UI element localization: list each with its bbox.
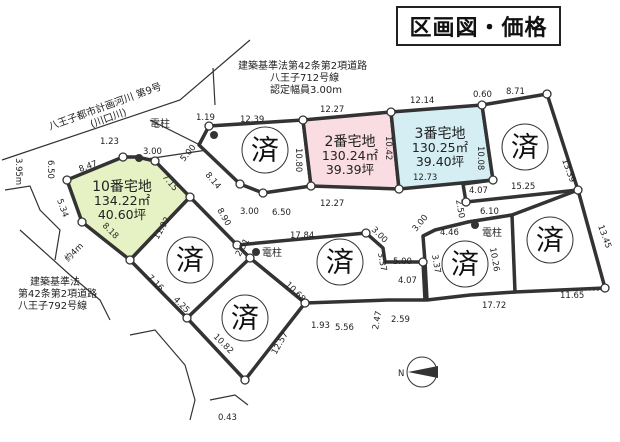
- dimension-label: 2.50: [453, 199, 466, 219]
- dimension-label: 3.37: [429, 254, 442, 274]
- road-width-label: 約4m: [62, 241, 85, 264]
- river-label: 八王子都市計画河川 第9号 (川口川): [47, 80, 164, 133]
- dimension-label: 15.25: [511, 182, 535, 192]
- dimension-label: 10.08: [475, 146, 485, 170]
- dimension-label: 10.26: [487, 247, 501, 273]
- lot-2-area: 130.24㎡: [322, 148, 379, 163]
- north-arrow-icon: N: [398, 356, 438, 388]
- sold-mark: 済: [326, 246, 354, 279]
- dimension-label: 2.59: [391, 315, 410, 325]
- road-north-name: 八王子712号線: [270, 71, 339, 84]
- road-north-width: 認定幅員3.00m: [270, 83, 342, 96]
- lot-3-tsubo: 39.40坪: [416, 154, 464, 169]
- dimension-label: 1.23: [100, 137, 119, 147]
- svg-text:N: N: [398, 369, 404, 379]
- dimension-label: 11.65: [560, 291, 584, 301]
- dimension-label: 5.00: [179, 143, 199, 164]
- dimension-label: 8.14: [203, 171, 223, 192]
- road-west-label: 建築基準法: [30, 275, 80, 288]
- dimension-label: 1.93: [311, 321, 330, 331]
- lot-10-tsubo: 40.60坪: [98, 207, 146, 222]
- diagram-title: 区画図・価格: [396, 6, 561, 46]
- lot-3-area: 130.25㎡: [412, 140, 469, 155]
- road-north-label: 建築基準法第42条第2項道路: [238, 59, 367, 72]
- sold-mark: 済: [511, 131, 539, 164]
- dimension-label: 12.27: [320, 105, 344, 115]
- utility-pole-marker: [135, 154, 143, 162]
- lot-2-tsubo: 39.39坪: [326, 162, 374, 177]
- dimension-label: 8.71: [506, 87, 525, 97]
- dimension-label: 6.10: [480, 207, 499, 217]
- lot-3-name: 3番宅地: [415, 126, 466, 142]
- corner-markers: [62, 89, 610, 385]
- lot-2-name: 2番宅地: [325, 134, 376, 150]
- sold-mark: 済: [536, 224, 564, 257]
- dimension-label: 6.50: [45, 160, 55, 179]
- utility-pole-marker: [471, 221, 479, 229]
- dimension-label: 5.56: [335, 323, 354, 333]
- dimension-label: 12.73: [413, 173, 437, 183]
- dimension-label: 6.50: [272, 208, 291, 218]
- lot-10-name: 10番宅地: [92, 179, 152, 195]
- dimension-label: 5.00: [393, 257, 412, 267]
- dimension-label: 12.14: [410, 96, 434, 106]
- dimension-label: 0.60: [473, 90, 492, 100]
- road-west-clause: 第42条第2項道路: [18, 287, 97, 300]
- dimension-label: 3.00: [411, 213, 431, 234]
- utility-pole-label: 電柱: [150, 117, 170, 130]
- road-west-name: 八王子792号線: [18, 299, 87, 312]
- dimension-label: 12.39: [240, 115, 264, 125]
- dimension-label: 3.00: [143, 147, 162, 157]
- sold-mark: 済: [251, 134, 279, 167]
- sold-mark: 済: [451, 248, 479, 281]
- utility-pole-marker: [210, 131, 218, 139]
- utility-pole-label: 電柱: [482, 226, 502, 239]
- dimension-label: 12.27: [320, 199, 344, 209]
- dimension-label: 13.45: [595, 224, 613, 250]
- dimension-label: 17.72: [482, 301, 506, 311]
- dimension-label: 3.00: [240, 207, 259, 217]
- dimension-label: 3.37: [375, 252, 388, 272]
- dimension-label: 10.80: [293, 148, 303, 172]
- dimension-label: 4.46: [440, 228, 459, 238]
- lot-10-area: 134.22㎡: [94, 193, 151, 208]
- sold-badges: 済 済 済 済 済 済 済: [166, 123, 574, 342]
- dimension-label: 5.34: [54, 198, 70, 219]
- dimension-label: 17.84: [290, 231, 314, 241]
- dimension-label: 1.19: [196, 113, 215, 123]
- utility-pole-marker: [252, 248, 260, 256]
- sold-mark: 済: [176, 244, 204, 277]
- dimension-label: 4.07: [469, 186, 488, 196]
- dimension-label: 10.42: [383, 136, 393, 160]
- sold-mark: 済: [231, 302, 259, 335]
- utility-pole-label: 電柱: [262, 246, 282, 259]
- dimension-label: 4.07: [398, 276, 417, 286]
- dimension-label: 2.47: [371, 310, 384, 330]
- dimension-label: 0.43: [218, 413, 237, 423]
- road-width-label: 3.95m: [13, 158, 23, 185]
